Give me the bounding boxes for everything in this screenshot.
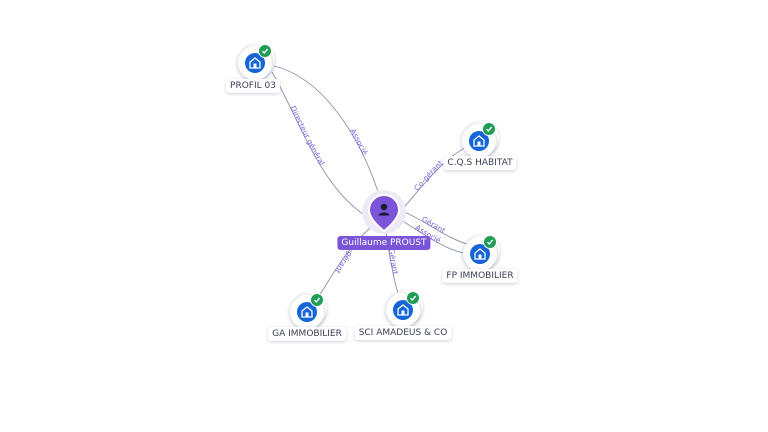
company-node-ga-immobilier[interactable]: [290, 292, 327, 329]
verified-check-icon: [482, 122, 496, 136]
edge-associe-fp: [397, 217, 469, 255]
verified-check-icon: [258, 44, 272, 58]
company-node-profil-03[interactable]: [238, 43, 275, 80]
edge-label-cogerant-cqs: Co-gérant: [412, 159, 444, 193]
edge-label-directeur-general: Directeur général: [288, 104, 326, 167]
person-name-label[interactable]: Guillaume PROUST: [337, 236, 431, 250]
company-label-fp-immobilier[interactable]: FP IMMOBILIER: [442, 269, 518, 283]
company-label-sci-amadeus[interactable]: SCI AMADEUS & CO: [354, 326, 452, 340]
building-icon: [469, 131, 489, 151]
building-icon: [470, 244, 490, 264]
company-label-profil-03[interactable]: PROFIL 03: [226, 79, 280, 93]
building-icon: [297, 302, 317, 322]
verified-check-icon: [406, 291, 420, 305]
company-node-sci-amadeus[interactable]: [386, 290, 423, 327]
edge-gerant-fp: [399, 209, 471, 246]
edge-associe-profil: [273, 65, 381, 199]
edge-label-gerant-sci: Gérant: [387, 248, 401, 275]
company-node-fp-immobilier[interactable]: [463, 234, 500, 271]
edge-directeur-general: [271, 71, 373, 221]
person-icon: [368, 194, 400, 232]
edge-label-associe-profil: Associé: [348, 127, 370, 157]
person-node[interactable]: [362, 190, 406, 234]
company-label-cqs-habitat[interactable]: C.Q.S HABITAT: [443, 156, 517, 170]
verified-check-icon: [310, 293, 324, 307]
building-icon: [393, 300, 413, 320]
company-label-ga-immobilier[interactable]: GA IMMOBILIER: [268, 327, 346, 341]
building-icon: [245, 53, 265, 73]
company-node-cqs-habitat[interactable]: [462, 121, 499, 158]
verified-check-icon: [483, 235, 497, 249]
